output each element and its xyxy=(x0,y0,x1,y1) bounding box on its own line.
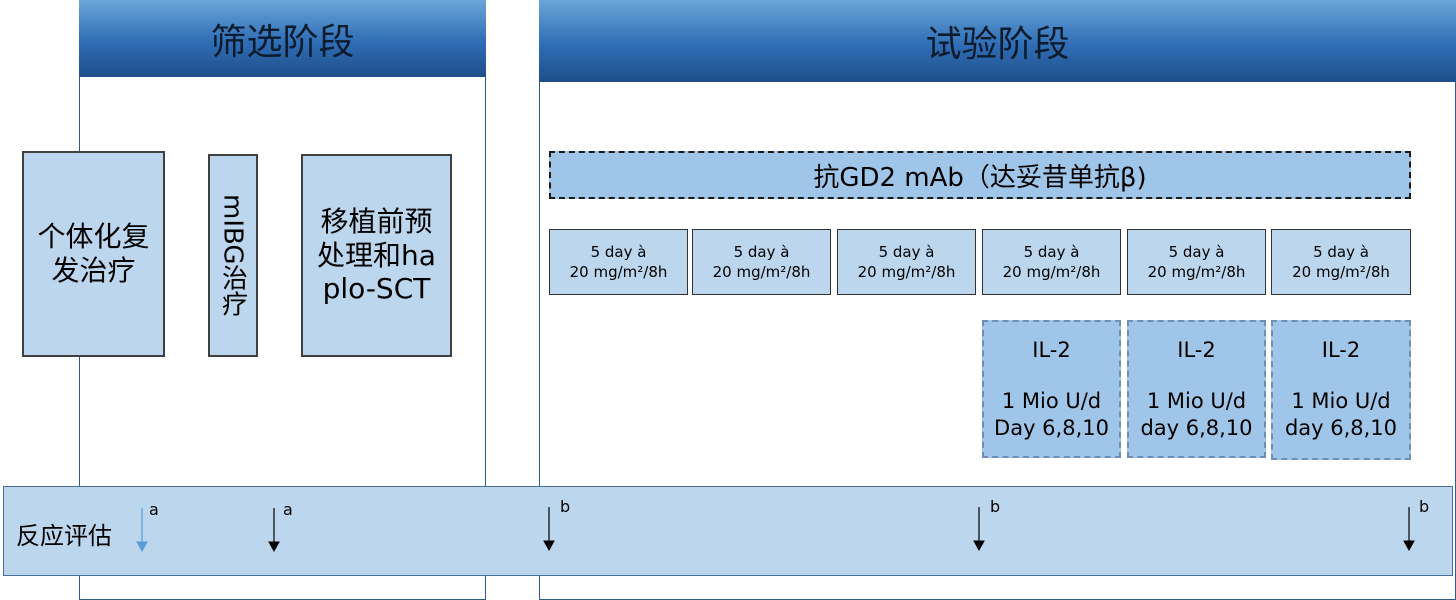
treatment-mibg: mIBG治疗 xyxy=(208,154,258,357)
anti-gd2-mab-bar: 抗GD2 mAb（达妥昔单抗β) xyxy=(549,151,1411,199)
dose-cycle: 5 day à 20 mg/m²/8h xyxy=(982,229,1121,295)
dose-cycle: 5 day à 20 mg/m²/8h xyxy=(692,229,831,295)
treatment-haplo-sct: 移植前预处理和haplo-SCT xyxy=(301,154,452,357)
trial-phase-title: 试验阶段 xyxy=(925,24,1070,65)
down-arrow-icon xyxy=(973,507,985,551)
response-assessment-label: 反应评估 xyxy=(16,522,112,550)
screening-phase-title: 筛选阶段 xyxy=(210,21,355,63)
trial-phase-header: 试验阶段 xyxy=(539,0,1456,82)
assessment-marker: b xyxy=(543,497,573,552)
screening-phase-header: 筛选阶段 xyxy=(79,0,486,77)
il2-cycle: IL-2 1 Mio U/d day 6,8,10 xyxy=(1127,320,1266,458)
assessment-marker: a xyxy=(268,500,298,552)
assessment-marker: a xyxy=(136,500,166,552)
down-arrow-icon xyxy=(543,507,555,551)
down-arrow-icon xyxy=(268,508,280,552)
response-assessment-bar xyxy=(3,486,1453,576)
dose-cycle: 5 day à 20 mg/m²/8h xyxy=(549,229,688,295)
treatment-personalized-relapse: 个体化复发治疗 xyxy=(22,151,165,357)
dose-cycle: 5 day à 20 mg/m²/8h xyxy=(1127,229,1266,295)
down-arrow-icon xyxy=(1403,507,1415,551)
dose-cycle: 5 day à 20 mg/m²/8h xyxy=(1271,229,1411,295)
dose-cycle: 5 day à 20 mg/m²/8h xyxy=(837,229,976,295)
il2-cycle: IL-2 1 Mio U/d Day 6,8,10 xyxy=(982,320,1121,458)
assessment-marker: b xyxy=(1403,497,1433,552)
assessment-marker: b xyxy=(973,497,1003,552)
down-arrow-icon xyxy=(136,508,148,552)
il2-cycle: IL-2 1 Mio U/d day 6,8,10 xyxy=(1271,320,1411,460)
